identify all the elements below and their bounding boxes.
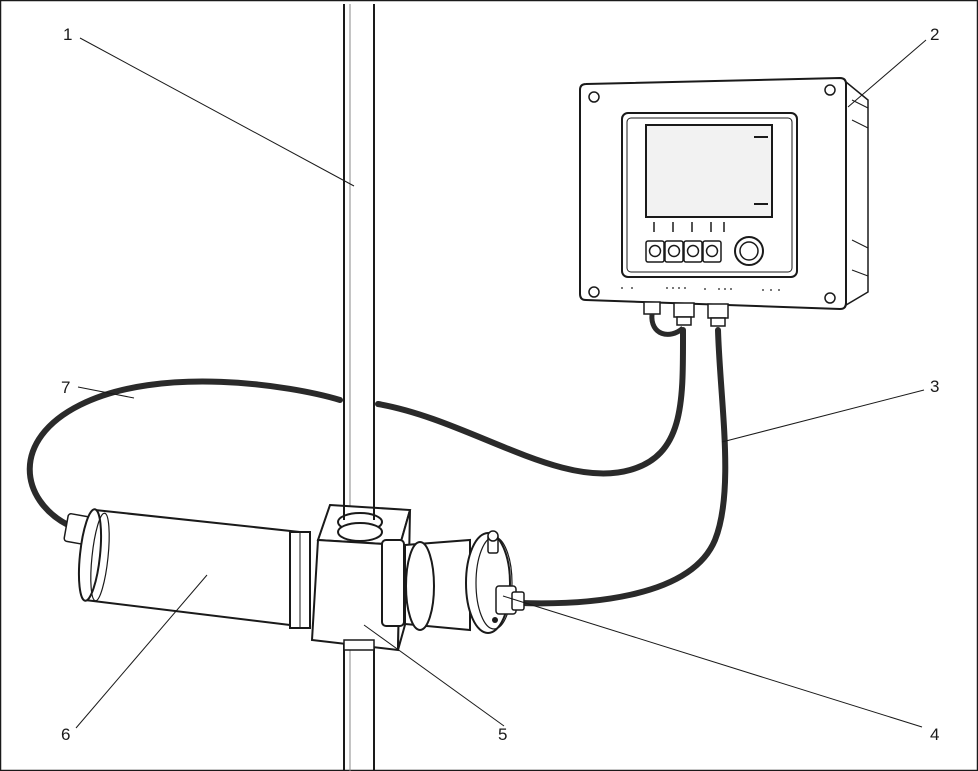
- softkey-buttons: [645, 240, 722, 263]
- display-screen: [645, 124, 773, 218]
- pipe: [343, 4, 375, 771]
- callout-2: 2: [930, 25, 939, 44]
- sensor-6: [63, 508, 311, 629]
- sensor-4: [381, 530, 525, 634]
- callout-1: 1: [63, 25, 72, 44]
- callout-4: 4: [930, 725, 939, 744]
- callout-6: 6: [61, 725, 70, 744]
- cable-glands: [643, 301, 729, 327]
- callout-7: 7: [61, 378, 70, 397]
- callout-3: 3: [930, 377, 939, 396]
- cable-3: [517, 327, 729, 607]
- leader-lines: [75, 37, 927, 729]
- transmitter: [579, 76, 869, 337]
- callout-5: 5: [498, 725, 507, 744]
- cable-7: [26, 327, 687, 528]
